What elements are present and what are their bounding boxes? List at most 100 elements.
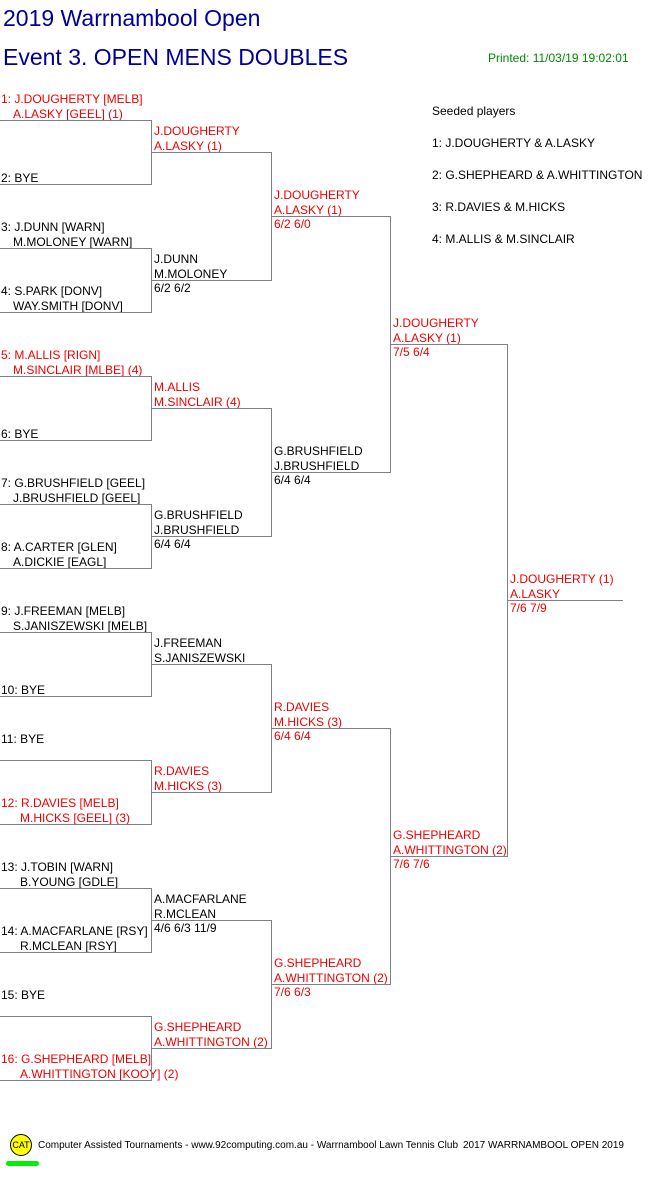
match-line [151,152,271,153]
draw-entry-line: 11: BYE [1,732,45,746]
match-score: 7/5 6/4 [393,345,430,359]
draw-line [0,952,151,953]
draw-entry-line: A.DICKIE [EAGL] [13,555,107,569]
match-line [151,1048,271,1049]
match-winner-line: A.WHITTINGTON (2) [274,971,388,985]
draw-line [0,440,151,441]
draw-line [0,696,151,697]
match-line [271,728,390,729]
match-line [271,472,390,473]
match-winner-line: J.DOUGHERTY (1) [510,572,614,586]
match-winner-line: G.BRUSHFIELD [274,444,363,458]
match-line [151,920,271,921]
match-score: 4/6 6/3 11/9 [154,921,217,935]
draw-line [0,504,151,505]
draw-line [0,184,151,185]
match-winner-line: G.SHEPHEARD [274,956,362,970]
draw-entry-line: A.LASKY [GEEL] (1) [13,107,123,121]
draw-entry-line: M.HICKS [GEEL] (3) [20,811,131,825]
draw-entry-line: 6: BYE [1,427,39,441]
match-winner-line: J.BRUSHFIELD [154,523,240,537]
match-line [390,344,507,345]
match-line [507,600,623,601]
match-line [271,216,390,217]
draw-entry-line: 5: M.ALLIS [RIGN] [1,348,101,362]
draw-line [0,888,151,889]
draw-entry-line: 15: BYE [1,988,46,1002]
match-winner-line: M.HICKS (3) [154,779,223,793]
match-winner-line: A.MACFARLANE [154,892,247,906]
draw-entry-line: 1: J.DOUGHERTY [MELB] [1,92,143,106]
draw-entry-line: 3: J.DUNN [WARN] [1,220,105,234]
seeded-heading: Seeded players [432,104,516,118]
match-winner-line: A.LASKY (1) [393,331,461,345]
draw-entry-line: 9: J.FREEMAN [MELB] [1,604,126,618]
match-winner-line: G.SHEPHEARD [393,828,481,842]
draw-entry-line: M.SINCLAIR [MLBE] (4) [13,363,143,377]
match-score: 7/6 7/9 [510,601,547,615]
draw-entry-line: 8: A.CARTER [GLEN] [1,540,117,554]
tournament-title: 2019 Warrnambool Open [3,5,261,31]
draw-line [0,1016,151,1017]
draw-entry-line: J.BRUSHFIELD [GEEL] [13,491,141,505]
match-winner-line: A.LASKY (1) [154,139,222,153]
match-score: 6/4 6/4 [274,729,311,743]
match-winner-line: J.DOUGHERTY [274,188,360,202]
draw-entry-line: M.MOLONEY [WARN] [13,235,133,249]
cat-logo-text: CAT [12,1140,30,1150]
match-score: 6/2 6/0 [274,217,311,231]
draw-entry-line: B.YOUNG [GDLE] [20,875,119,889]
match-winner-line: A.WHITTINGTON (2) [154,1035,268,1049]
draw-line [0,1080,151,1081]
match-winner-line: J.FREEMAN [154,636,223,650]
match-score: 6/2 6/2 [154,281,191,295]
match-winner-line: M.SINCLAIR (4) [154,395,241,409]
match-winner-line: S.JANISZEWSKI [154,651,246,665]
cat-logo: CAT [10,1134,32,1156]
draw-entry-line: A.WHITTINGTON [KOOY] (2) [20,1067,179,1081]
match-score: 6/4 6/4 [154,537,191,551]
match-winner-line: M.ALLIS [154,380,201,394]
match-line [151,792,271,793]
draw-entry-line: 16: G.SHEPHEARD [MELB] [1,1052,152,1066]
match-winner-line: J.DOUGHERTY [393,316,479,330]
logo-underline [6,1161,39,1166]
draw-entry-line: 12: R.DAVIES [MELB] [1,796,119,810]
match-score: 7/6 7/6 [393,857,430,871]
match-winner-line: R.DAVIES [274,700,330,714]
footer-credit: Computer Assisted Tournaments - www.92co… [38,1140,459,1151]
draw-entry-line: 14: A.MACFARLANE [RSY] [1,924,148,938]
draw-entry-line: WAY.SMITH [DONV] [13,299,123,313]
event-title: Event 3. OPEN MENS DOUBLES [3,44,349,70]
match-line [151,280,271,281]
match-winner-line: J.BRUSHFIELD [274,459,360,473]
draw-line [0,632,151,633]
draw-line [0,376,151,377]
match-line [271,984,390,985]
match-score: 6/4 6/4 [274,473,311,487]
match-winner-line: A.LASKY [510,587,561,601]
draw-line [0,760,151,761]
draw-entry-line: 2: BYE [1,171,39,185]
draw-line [0,568,151,569]
match-score: 7/6 6/3 [274,985,311,999]
footer-tournament: 2017 WARRNAMBOOL OPEN 2019 [463,1140,624,1151]
draw-entry-line: 4: S.PARK [DONV] [1,284,103,298]
draw-entry-line: 10: BYE [1,683,46,697]
seeded-item: 3: R.DAVIES & M.HICKS [432,200,566,214]
draw-line [0,824,151,825]
draw-line [0,248,151,249]
draw-entry-line: 7: G.BRUSHFIELD [GEEL] [1,476,146,490]
draw-line [0,120,151,121]
match-winner-line: A.WHITTINGTON (2) [393,843,507,857]
seeded-item: 2: G.SHEPHEARD & A.WHITTINGTON [432,168,643,182]
match-line [151,664,271,665]
match-line [390,856,507,857]
draw-entry-line: R.MCLEAN [RSY] [20,939,117,953]
match-winner-line: A.LASKY (1) [274,203,342,217]
match-winner-line: M.MOLONEY [154,267,228,281]
draw-line [0,312,151,313]
match-line [151,536,271,537]
draw-entry-line: S.JANISZEWSKI [MELB] [13,619,148,633]
match-winner-line: G.SHEPHEARD [154,1020,242,1034]
